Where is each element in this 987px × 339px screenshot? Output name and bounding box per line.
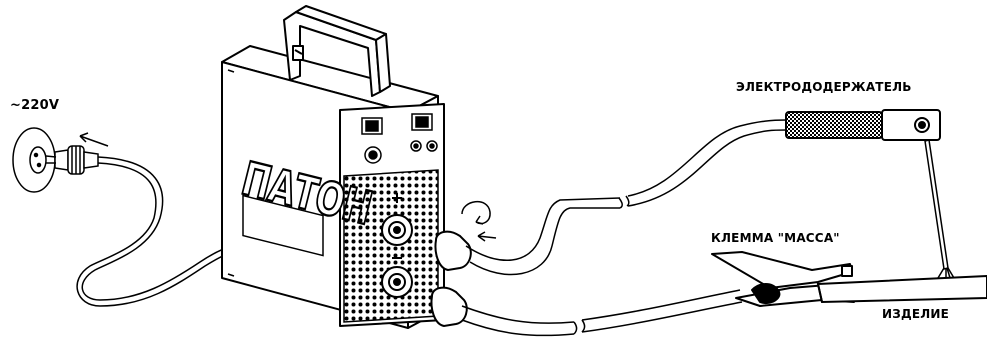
plug-direction-arrow — [79, 132, 109, 147]
control-panel — [361, 113, 438, 164]
electrode-rod — [924, 139, 955, 282]
vent-grille — [343, 169, 439, 323]
electrode-holder-label: ЭЛЕКТРОДОДЕРЖАТЕЛЬ — [736, 80, 912, 94]
ground-clamp-label: КЛЕММА "МАССА" — [711, 231, 840, 245]
workpiece — [816, 274, 987, 304]
power-cable — [76, 156, 233, 307]
workpiece-label: ИЗДЕЛИЕ — [882, 307, 950, 321]
cable-connectors — [430, 230, 472, 328]
twist-lock-arrow — [461, 201, 497, 242]
ground-cable — [461, 289, 743, 337]
output-terminals — [381, 193, 413, 298]
power-plug — [45, 145, 99, 175]
electrode-holder — [785, 109, 941, 141]
carry-handle — [283, 5, 391, 97]
power-voltage-label: ~220V — [10, 98, 60, 113]
electrode-cable — [465, 119, 787, 276]
power-socket — [12, 127, 56, 193]
